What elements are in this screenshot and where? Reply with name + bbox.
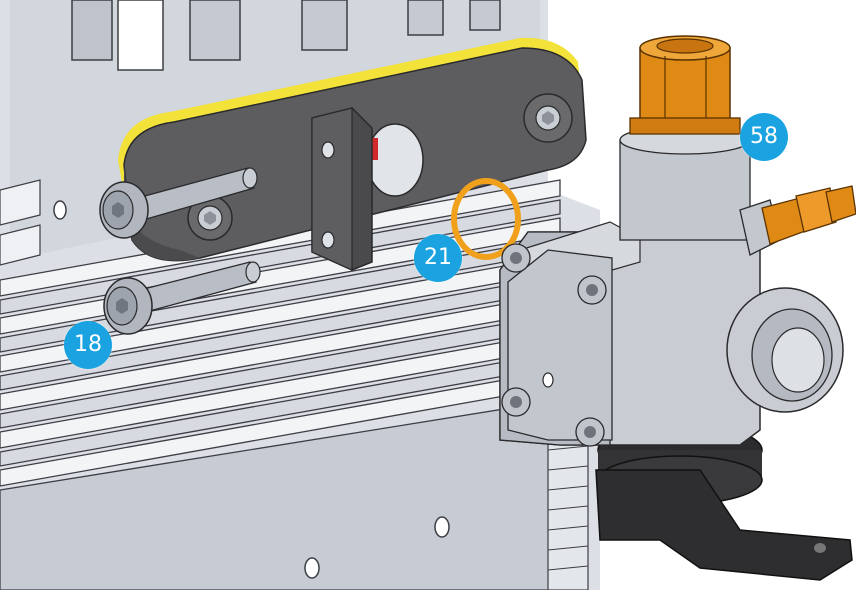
valve-block xyxy=(499,125,853,581)
callout-21: 21 xyxy=(414,234,462,282)
screw-lower xyxy=(103,261,261,335)
brass-fitting-top xyxy=(629,35,741,135)
callout-58: 58 xyxy=(740,113,788,161)
mounting-arm xyxy=(118,37,587,271)
brass-barb-fitting xyxy=(761,185,856,245)
callout-18: 18 xyxy=(64,321,112,369)
o-ring xyxy=(451,178,521,260)
screw-upper xyxy=(99,167,258,239)
